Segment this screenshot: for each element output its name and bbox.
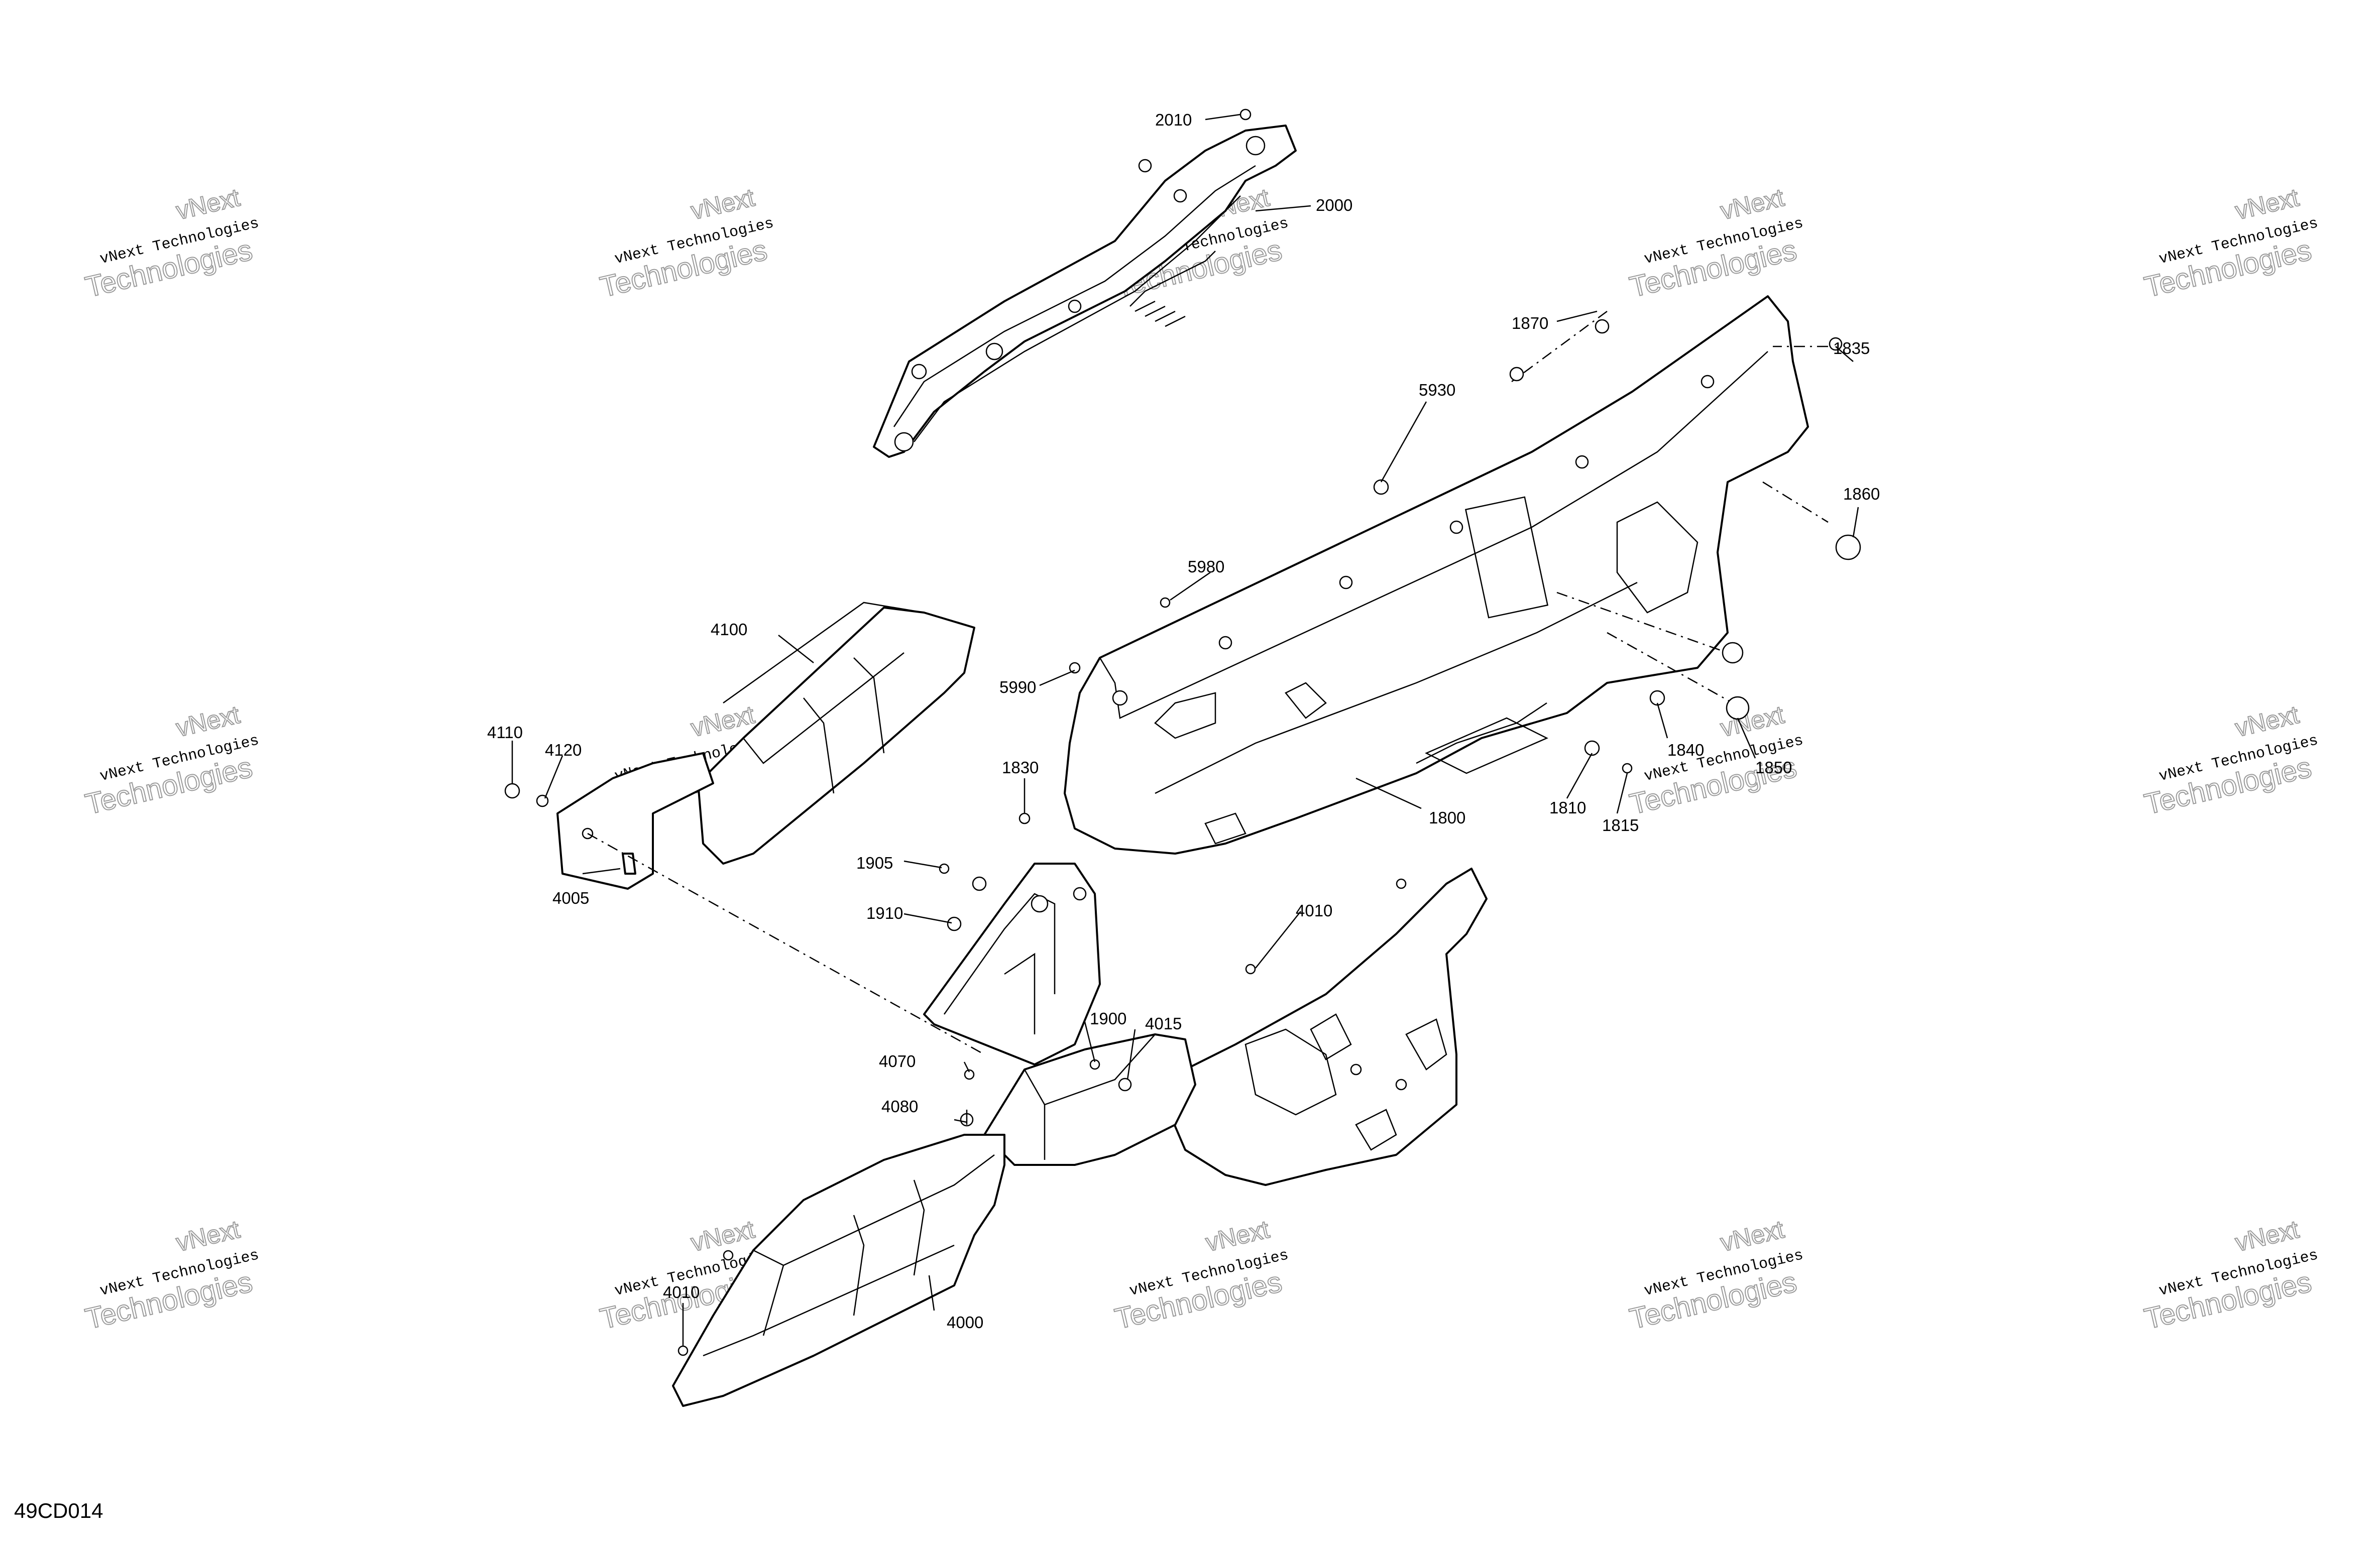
part-2000-rail [873, 125, 1297, 458]
centre-lines [587, 310, 1829, 1055]
watermark-brand: vNext [173, 1215, 242, 1257]
watermark-brand: vNext [688, 1215, 757, 1257]
callout-1850: 1850 [1755, 758, 1792, 777]
callout-5990: 5990 [999, 678, 1036, 696]
watermark-brand: vNext [1718, 183, 1786, 225]
callout-1900: 1900 [1090, 1009, 1126, 1028]
watermark-brand: vNext [2232, 1215, 2301, 1257]
callout-4100: 4100 [711, 620, 747, 639]
callout-1815: 1815 [1602, 816, 1639, 835]
watermark-brand: vNext [173, 183, 242, 225]
callout-1910: 1910 [866, 904, 903, 922]
callout-4010-upper: 4010 [1296, 901, 1332, 920]
part-4015-link [983, 1033, 1196, 1166]
callout-1840: 1840 [1667, 741, 1704, 759]
diagram-code: 49CD014 [14, 1499, 103, 1522]
callout-4005: 4005 [552, 889, 589, 907]
callout-labels: 2010 2000 1870 1835 5930 1860 5980 4100 … [487, 110, 1880, 1332]
leader-lines [511, 113, 1859, 1346]
part-4000-box [672, 1134, 1005, 1407]
callout-1800: 1800 [1429, 808, 1465, 827]
fasteners [504, 108, 1861, 1356]
callout-2010: 2010 [1155, 110, 1192, 129]
callout-4015: 4015 [1145, 1014, 1182, 1033]
watermark-brand: vNext [2232, 700, 2301, 742]
callout-1810: 1810 [1549, 798, 1586, 817]
watermark-brand: vNext [173, 700, 242, 742]
callout-1860: 1860 [1843, 485, 1880, 503]
watermark-brand: vNext [1718, 1215, 1786, 1257]
callout-1830: 1830 [1002, 758, 1039, 777]
callout-1870: 1870 [1512, 314, 1548, 332]
callout-4000: 4000 [947, 1313, 983, 1332]
callout-5930: 5930 [1419, 381, 1455, 399]
watermark-brand: vNext [688, 183, 757, 225]
callout-5980: 5980 [1188, 557, 1224, 576]
callout-4120: 4120 [545, 741, 582, 759]
callout-4080: 4080 [881, 1097, 918, 1116]
watermark-brand: vNext [1203, 1215, 1272, 1257]
part-1800-main-panel [1064, 295, 1809, 855]
part-4100-box [556, 602, 975, 890]
callout-2000: 2000 [1316, 196, 1352, 214]
part-4010-panel [1164, 868, 1488, 1186]
callout-4110: 4110 [487, 723, 523, 742]
watermark-brand: vNext [2232, 183, 2301, 225]
callout-4010-lower: 4010 [663, 1283, 700, 1301]
callout-1905: 1905 [856, 854, 893, 872]
callout-4070: 4070 [879, 1052, 916, 1071]
callout-1835: 1835 [1833, 339, 1870, 358]
part-1900-bracket [923, 863, 1101, 1065]
